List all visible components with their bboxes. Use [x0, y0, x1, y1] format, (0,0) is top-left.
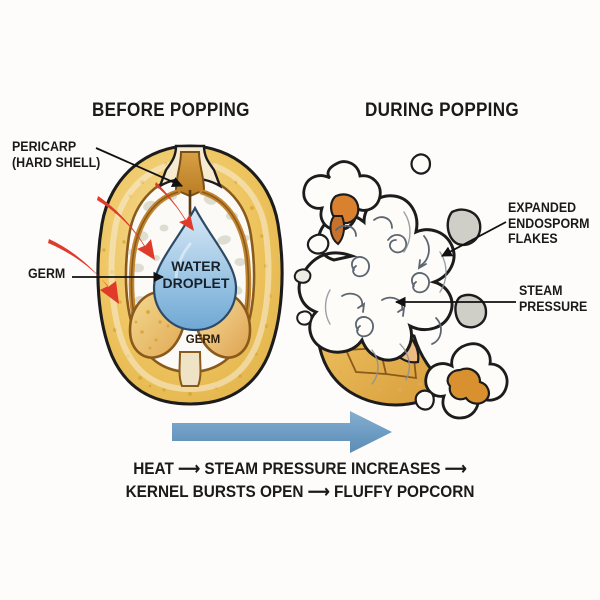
heat-arrows [48, 182, 194, 304]
label-pericarp: PERICARP (HARD SHELL) [12, 139, 101, 170]
pointer-line-pericarp [95, 147, 183, 188]
label-germ-outer: GERM [28, 266, 66, 281]
process-arrow [172, 411, 392, 453]
pointer-line-expanded-endosperm [441, 221, 507, 257]
popcorn-burst-mass [293, 153, 509, 420]
water-droplet-shape [152, 205, 238, 332]
label-germ-inner: GERM [185, 334, 221, 346]
label-steam-pressure: STEAM PRESSURE [519, 283, 588, 314]
label-water-droplet: WATER DROPLET [162, 258, 230, 291]
panel-title-before-popping: BEFORE POPPING [92, 100, 250, 121]
process-caption: HEAT ⟶ STEAM PRESSURE INCREASES ⟶ KERNEL… [21, 458, 579, 504]
label-expanded-endosperm-flakes: EXPANDED ENDOSPORM FLAKES [508, 200, 590, 246]
caption-line-1: HEAT ⟶ STEAM PRESSURE INCREASES ⟶ [133, 460, 467, 478]
caption-line-2: KERNEL BURSTS OPEN ⟶ FLUFFY POPCORN [125, 483, 475, 501]
panel-title-during-popping: DURING POPPING [365, 100, 519, 121]
